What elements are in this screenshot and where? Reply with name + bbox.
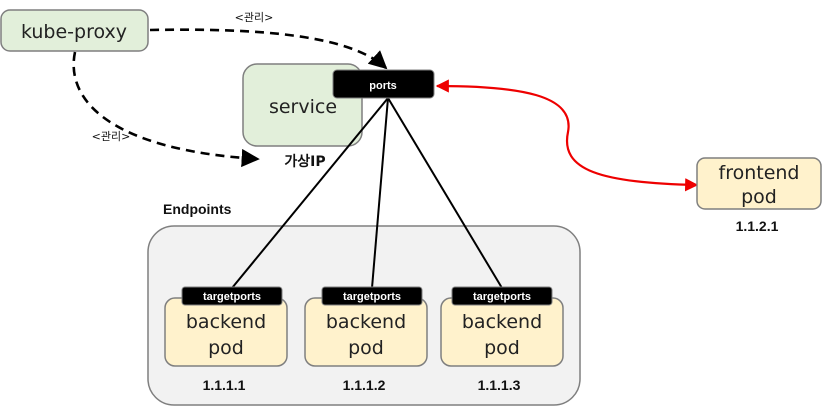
backend-pod-ip-3: 1.1.1.3 bbox=[478, 377, 521, 393]
backend-pod-line2: pod bbox=[484, 337, 520, 359]
manage-arrow-top bbox=[149, 28, 388, 70]
backend-pod-2[interactable]: backend pod bbox=[304, 297, 428, 367]
backend-pod-3[interactable]: backend pod bbox=[440, 297, 564, 367]
frontend-pod-line1: frontend bbox=[719, 162, 800, 184]
targetports-tag-label: targetports bbox=[343, 291, 401, 303]
targetports-tag-label: targetports bbox=[203, 291, 261, 303]
manage-label-top: <관리> bbox=[235, 11, 274, 24]
backend-pod-ip-2: 1.1.1.2 bbox=[343, 377, 386, 393]
manage-arrow-left bbox=[72, 51, 260, 168]
targetports-tag-2[interactable]: targetports bbox=[321, 286, 423, 306]
targetports-tag-3[interactable]: targetports bbox=[451, 286, 553, 306]
backend-pod-ip-1: 1.1.1.1 bbox=[203, 377, 246, 393]
backend-pod-line1: backend bbox=[462, 311, 542, 333]
targetports-tag-1[interactable]: targetports bbox=[181, 286, 283, 306]
backend-pod-line1: backend bbox=[186, 311, 266, 333]
kube-proxy-label: kube-proxy bbox=[21, 21, 127, 43]
manage-label-left: <관리> bbox=[92, 130, 131, 143]
frontend-pod-ip: 1.1.2.1 bbox=[736, 218, 779, 234]
backend-pod-line2: pod bbox=[208, 337, 244, 359]
connection-line bbox=[231, 97, 389, 289]
backend-pod-line2: pod bbox=[348, 337, 384, 359]
frontend-connection-arrow bbox=[435, 79, 699, 192]
service-node[interactable]: service bbox=[242, 63, 363, 147]
kube-proxy-node[interactable]: kube-proxy bbox=[0, 9, 149, 52]
backend-pod-1[interactable]: backend pod bbox=[164, 297, 288, 367]
ports-tag[interactable]: ports bbox=[332, 69, 435, 99]
frontend-pod[interactable]: frontend pod bbox=[696, 157, 822, 210]
ports-tag-label: ports bbox=[369, 80, 397, 92]
backend-pod-line1: backend bbox=[326, 311, 406, 333]
targetports-tag-label: targetports bbox=[473, 291, 531, 303]
frontend-pod-line2: pod bbox=[741, 186, 777, 208]
virtual-ip-label: 가상IP bbox=[284, 154, 325, 170]
service-label: service bbox=[269, 96, 337, 118]
endpoints-title: Endpoints bbox=[163, 201, 232, 217]
connection-line bbox=[387, 97, 503, 289]
connection-line bbox=[371, 97, 389, 289]
